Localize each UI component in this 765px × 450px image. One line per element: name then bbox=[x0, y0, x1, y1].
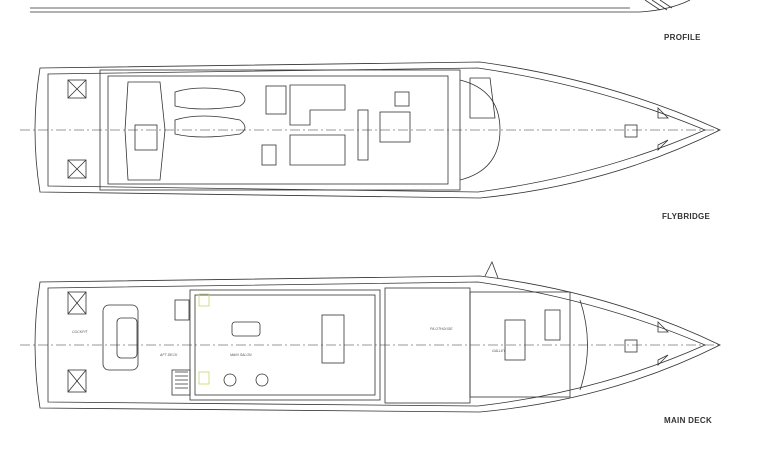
pilothouse-label: PILOTHOUSE bbox=[430, 327, 453, 331]
cockpit-label: COCKPIT bbox=[72, 330, 88, 334]
galley-label: GALLEY bbox=[492, 349, 506, 353]
profile-view bbox=[30, 0, 691, 13]
main-salon-label: MAIN SALON bbox=[230, 353, 252, 357]
flybridge-label: FLYBRIDGE bbox=[662, 212, 711, 221]
profile-label: PROFILE bbox=[664, 33, 701, 42]
main-deck-view bbox=[20, 261, 721, 413]
main-deck-label: MAIN DECK bbox=[664, 416, 713, 425]
aft-deck-label: AFT DECK bbox=[160, 353, 178, 357]
flybridge-view bbox=[20, 61, 721, 199]
